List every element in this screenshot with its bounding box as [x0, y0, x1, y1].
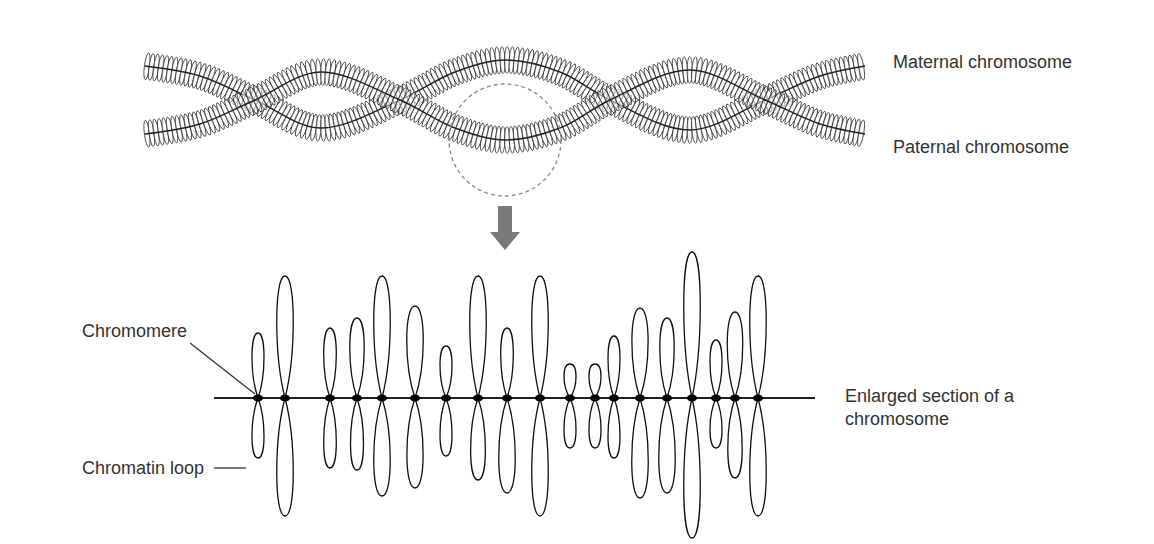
chromomere-dot — [687, 394, 697, 401]
chromatin-loop — [277, 276, 294, 398]
chromomere-dot — [325, 394, 335, 401]
chromatin-loop — [252, 398, 264, 458]
chromomere-dot — [590, 394, 600, 401]
chromatin-loop — [532, 398, 549, 516]
chromatin-loop — [660, 318, 674, 398]
chromomere-dot — [753, 394, 763, 401]
chromatin-loop — [632, 308, 648, 398]
chromatin-loop — [608, 398, 620, 458]
chromatin-loop — [727, 312, 742, 398]
chromomere-dot — [280, 394, 290, 401]
chromatin-loop — [750, 276, 767, 398]
chromomere-dot — [473, 394, 483, 401]
chromatin-loop — [374, 276, 391, 398]
chromomere-dot — [711, 394, 721, 401]
chromatin-loop — [440, 346, 452, 398]
zoom-circle — [449, 84, 561, 196]
chromatin-loop — [407, 306, 424, 398]
chromatin-loop — [710, 398, 722, 448]
chromatin-loop — [684, 252, 701, 398]
chromomere-dot — [253, 394, 263, 401]
chromatin-loop — [710, 340, 722, 398]
strand-label: Paternal chromosome — [893, 136, 1069, 159]
chromomere-dot — [609, 394, 619, 401]
chromatin-loop — [501, 328, 514, 398]
chromatin-loop — [252, 333, 264, 398]
part-label: Chromatin loop — [82, 457, 204, 480]
chromatin-loop — [684, 398, 701, 538]
chromatin-loop — [532, 276, 549, 398]
chromatin-loop — [277, 398, 294, 516]
chromatin-loop — [750, 398, 767, 516]
part-label: Chromomere — [82, 320, 187, 343]
chromatin-loop — [324, 398, 337, 468]
chromomere-dot — [565, 394, 575, 401]
chromatin-loop — [407, 398, 423, 488]
chromatin-loop — [564, 364, 576, 398]
chromatin-loop — [589, 364, 601, 398]
chromomere-dot — [410, 394, 420, 401]
chromatin-loop — [728, 398, 742, 478]
chromomere-dot — [635, 394, 645, 401]
leader-line — [190, 343, 255, 394]
chromomere-dot — [441, 394, 451, 401]
zoom-arrow — [490, 206, 520, 250]
chromatin-loop — [564, 398, 576, 448]
strand-label: Maternal chromosome — [893, 51, 1072, 74]
enlarged-section — [214, 252, 815, 538]
leader-line — [214, 467, 246, 468]
chromosome-axis — [214, 397, 815, 399]
chromatin-loop — [589, 398, 601, 448]
maternal-axis — [145, 60, 865, 130]
chromatin-loop — [440, 398, 452, 456]
paternal-loops — [143, 56, 866, 153]
chromatin-loop — [471, 398, 486, 480]
chromatin-loop — [499, 398, 516, 493]
chromatin-loop — [470, 276, 487, 398]
chromatin-loop — [374, 398, 391, 496]
chromatin-loop — [608, 336, 620, 398]
chromosome-axis — [214, 397, 815, 399]
chromatin-loop — [350, 318, 364, 398]
chromatin-loop — [632, 398, 649, 498]
chromomere-dot — [352, 394, 362, 401]
paternal-axis — [145, 70, 865, 140]
chromomere-dot — [377, 394, 387, 401]
chromomere-dot — [502, 394, 512, 401]
chromomere-dot — [535, 394, 545, 401]
chromomere-dot — [730, 394, 740, 401]
chromomere-dot — [662, 394, 672, 401]
section-label: Enlarged section of a chromosome — [845, 385, 1021, 430]
chromatin-loop — [324, 328, 337, 398]
bivalent-strands — [143, 46, 866, 153]
chromatin-loop — [351, 398, 364, 470]
chromatin-loop — [659, 398, 676, 493]
